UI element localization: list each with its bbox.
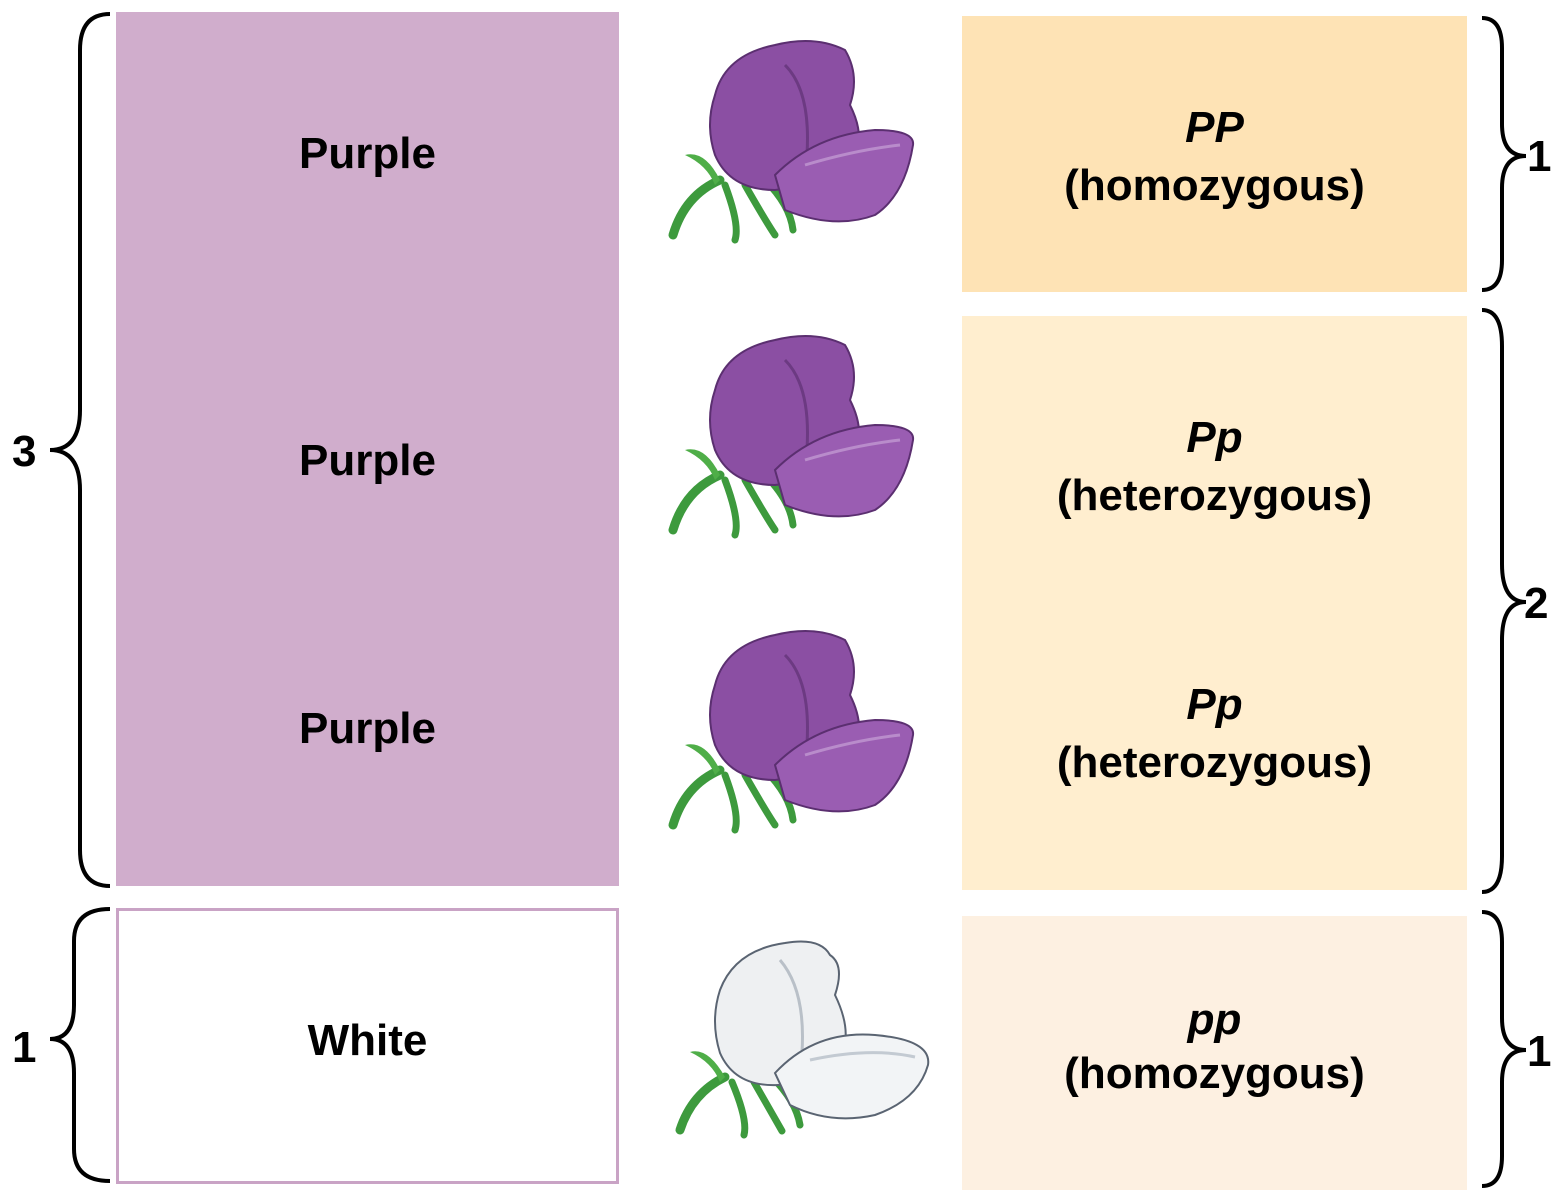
- white-phenotype-box: White: [116, 908, 619, 1184]
- phenotype-label-white: White: [119, 1017, 616, 1065]
- genotype-box-PP: PP (homozygous): [962, 16, 1467, 292]
- ratio-PP-genotype: 1: [1527, 133, 1551, 181]
- zygosity-label-Pp-2: (heterozygous): [962, 739, 1467, 787]
- genotype-label-pp: pp: [962, 996, 1467, 1044]
- phenotype-label-purple-2: Purple: [116, 437, 619, 485]
- genotype-label-Pp-2: Pp: [962, 681, 1467, 729]
- zygosity-label-pp: (homozygous): [962, 1050, 1467, 1098]
- ratio-Pp-genotype: 2: [1524, 580, 1548, 628]
- ratio-white-phenotype: 1: [12, 1024, 36, 1072]
- phenotype-brace-purple: [40, 10, 120, 890]
- white-flower-icon: [670, 935, 940, 1145]
- purple-flower-icon: [665, 35, 925, 250]
- phenotype-brace-white: [40, 905, 120, 1185]
- genotype-box-Pp: Pp (heterozygous) Pp (heterozygous): [962, 316, 1467, 890]
- purple-phenotype-box: Purple Purple Purple: [116, 12, 619, 886]
- zygosity-label-PP: (homozygous): [962, 162, 1467, 210]
- purple-flower-icon: [665, 625, 925, 840]
- genotype-label-Pp-1: Pp: [962, 414, 1467, 462]
- purple-flower-icon: [665, 330, 925, 545]
- ratio-pp-genotype: 1: [1527, 1028, 1551, 1076]
- ratio-purple-phenotype: 3: [12, 428, 36, 476]
- genotype-label-PP: PP: [962, 104, 1467, 152]
- phenotype-label-purple-1: Purple: [116, 130, 619, 178]
- genotype-box-pp: pp (homozygous): [962, 916, 1467, 1190]
- zygosity-label-Pp-1: (heterozygous): [962, 472, 1467, 520]
- phenotype-label-purple-3: Purple: [116, 705, 619, 753]
